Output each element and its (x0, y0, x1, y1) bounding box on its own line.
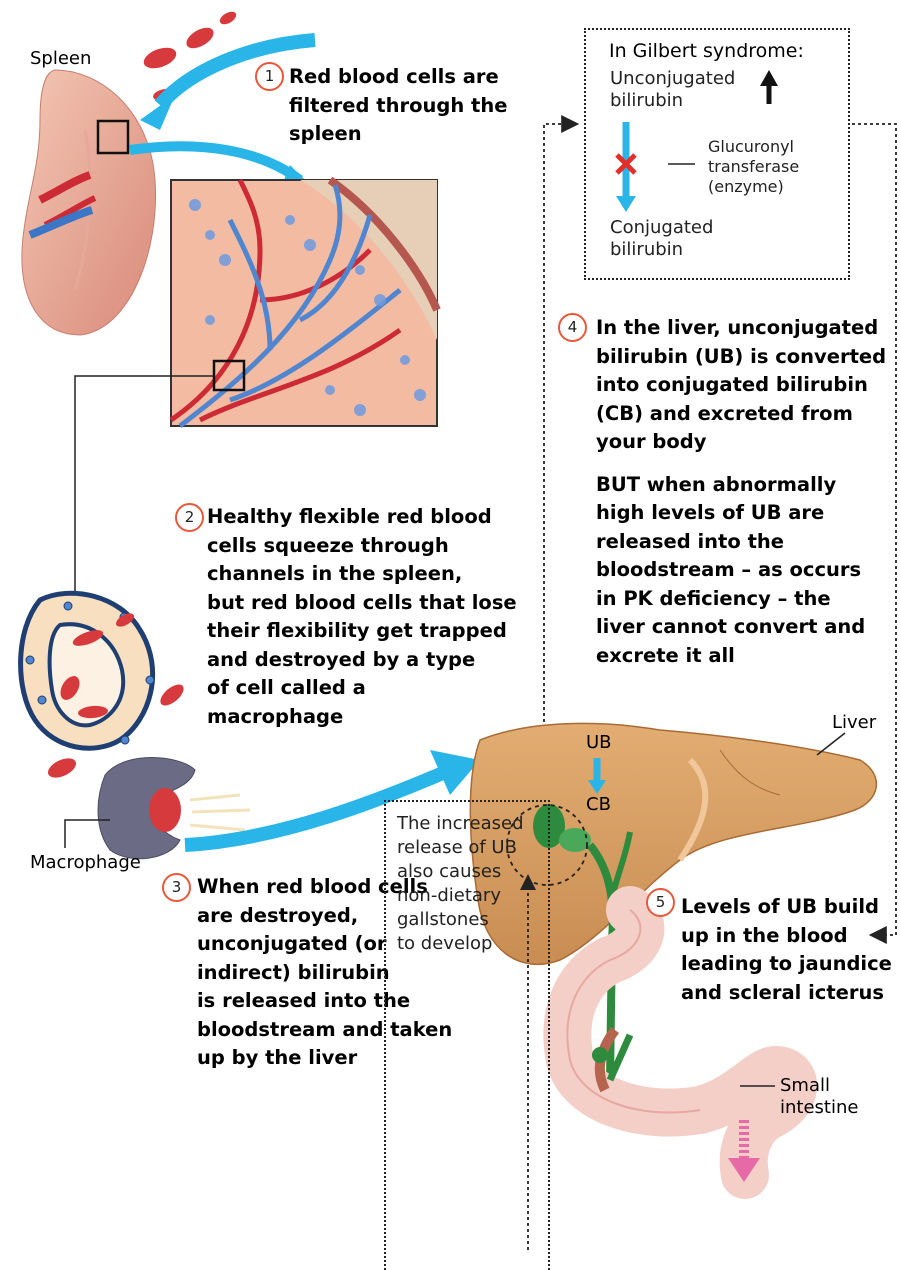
step-3-number: 3 (162, 873, 191, 902)
step-4-line: your body (596, 428, 886, 457)
step-4-extra-line: in PK deficiency – the (596, 585, 886, 614)
conjugated-line-1: Conjugated (610, 217, 713, 239)
step-1-line: filtered through the (289, 92, 507, 121)
gilbert-unconjugated: Unconjugated bilirubin (610, 68, 735, 112)
conjugated-line-2: bilirubin (610, 239, 713, 261)
step-4-number: 4 (558, 313, 587, 342)
small-intestine-line-2: intestine (780, 1097, 858, 1119)
step-2-line: macrophage (207, 703, 517, 732)
unconjugated-line-1: Unconjugated (610, 68, 735, 90)
step-4-text: In the liver, unconjugated bilirubin (UB… (596, 314, 886, 670)
step-1-line: Red blood cells are (289, 63, 507, 92)
small-intestine-line-1: Small (780, 1075, 858, 1097)
note-line: release of UB (397, 836, 524, 860)
step-2-text: Healthy flexible red blood cells squeeze… (207, 503, 517, 731)
spleen-channel (21, 593, 188, 781)
macrophage-label: Macrophage (30, 852, 141, 874)
step-2-line: but red blood cells that lose (207, 589, 517, 618)
enzyme-line-1: Glucuronyl (708, 137, 799, 157)
step-5-line: Levels of UB build (681, 893, 892, 922)
step-4-extra-line: excrete it all (596, 642, 886, 671)
step-4-line: In the liver, unconjugated (596, 314, 886, 343)
small-intestine-label: Small intestine (780, 1075, 858, 1119)
step-2-line: channels in the spleen, (207, 560, 517, 589)
step-5-text: Levels of UB build up in the blood leadi… (681, 893, 892, 1007)
step-1-line: spleen (289, 120, 507, 149)
gilbert-title: In Gilbert syndrome: (609, 40, 804, 62)
step-2-line: their flexibility get trapped (207, 617, 517, 646)
step-5-number: 5 (646, 888, 675, 917)
step-4-extra-line: BUT when abnormally (596, 471, 886, 500)
step-2-line: of cell called a (207, 674, 517, 703)
note-line: gallstones (397, 908, 524, 932)
enzyme-line-3: (enzyme) (708, 177, 799, 197)
step-2-line: and destroyed by a type (207, 646, 517, 675)
step-1-number: 1 (255, 62, 284, 91)
spleen-label: Spleen (30, 48, 91, 70)
cb-label: CB (586, 794, 611, 816)
step-4-line: into conjugated bilirubin (596, 371, 886, 400)
enzyme-line-2: transferase (708, 157, 799, 177)
unconjugated-line-2: bilirubin (610, 90, 735, 112)
note-line: non-dietary (397, 884, 524, 908)
spleen-tissue-zoom (171, 180, 437, 426)
gilbert-conjugated: Conjugated bilirubin (610, 217, 713, 261)
step-2-number: 2 (175, 503, 204, 532)
gallstone-note: The increased release of UB also causes … (397, 812, 524, 956)
step-4-extra-line: high levels of UB are (596, 499, 886, 528)
step-2-line: cells squeeze through (207, 532, 517, 561)
step-4-line: bilirubin (UB) is converted (596, 343, 886, 372)
step-1-text: Red blood cells are filtered through the… (289, 63, 507, 149)
note-line: also causes (397, 860, 524, 884)
step-4-extra-line: liver cannot convert and (596, 613, 886, 642)
note-line: to develop (397, 932, 524, 956)
step-4-extra-line: released into the (596, 528, 886, 557)
step-4-line: (CB) and excreted from (596, 400, 886, 429)
ub-label: UB (586, 732, 612, 754)
gilbert-enzyme: Glucuronyl transferase (enzyme) (708, 137, 799, 197)
spleen-organ (22, 70, 156, 335)
step-4-extra-line: bloodstream – as occurs (596, 556, 886, 585)
liver-label: Liver (832, 712, 876, 734)
step-5-line: up in the blood (681, 922, 892, 951)
step-5-line: and scleral icterus (681, 979, 892, 1008)
step-5-line: leading to jaundice (681, 950, 892, 979)
step-2-line: Healthy flexible red blood (207, 503, 517, 532)
note-line: The increased (397, 812, 524, 836)
